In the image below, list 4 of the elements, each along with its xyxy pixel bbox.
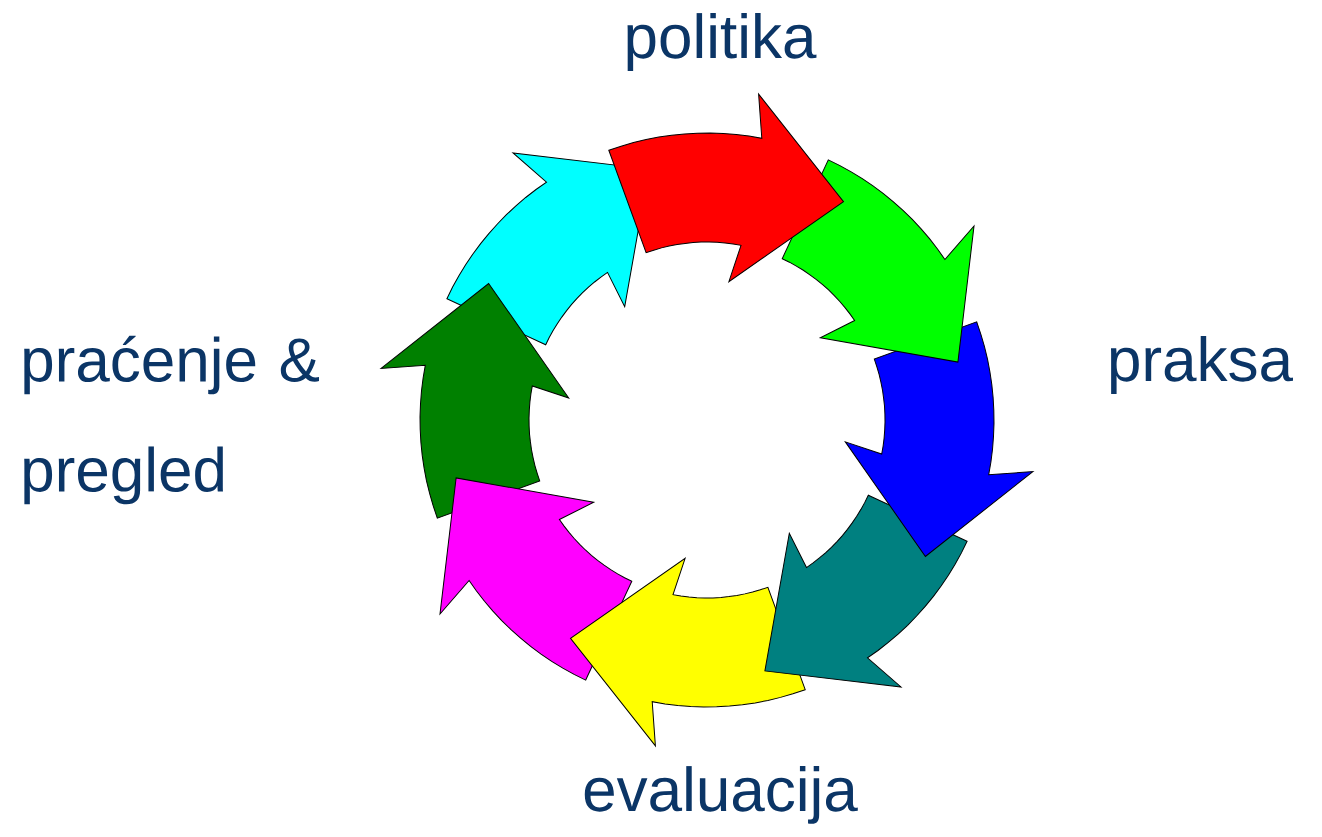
label-text: praksa [1110, 336, 1293, 394]
label-text: politika [627, 13, 817, 71]
label-text: praćenje & pregled [24, 335, 319, 505]
label-text: evaluacija [584, 766, 858, 824]
